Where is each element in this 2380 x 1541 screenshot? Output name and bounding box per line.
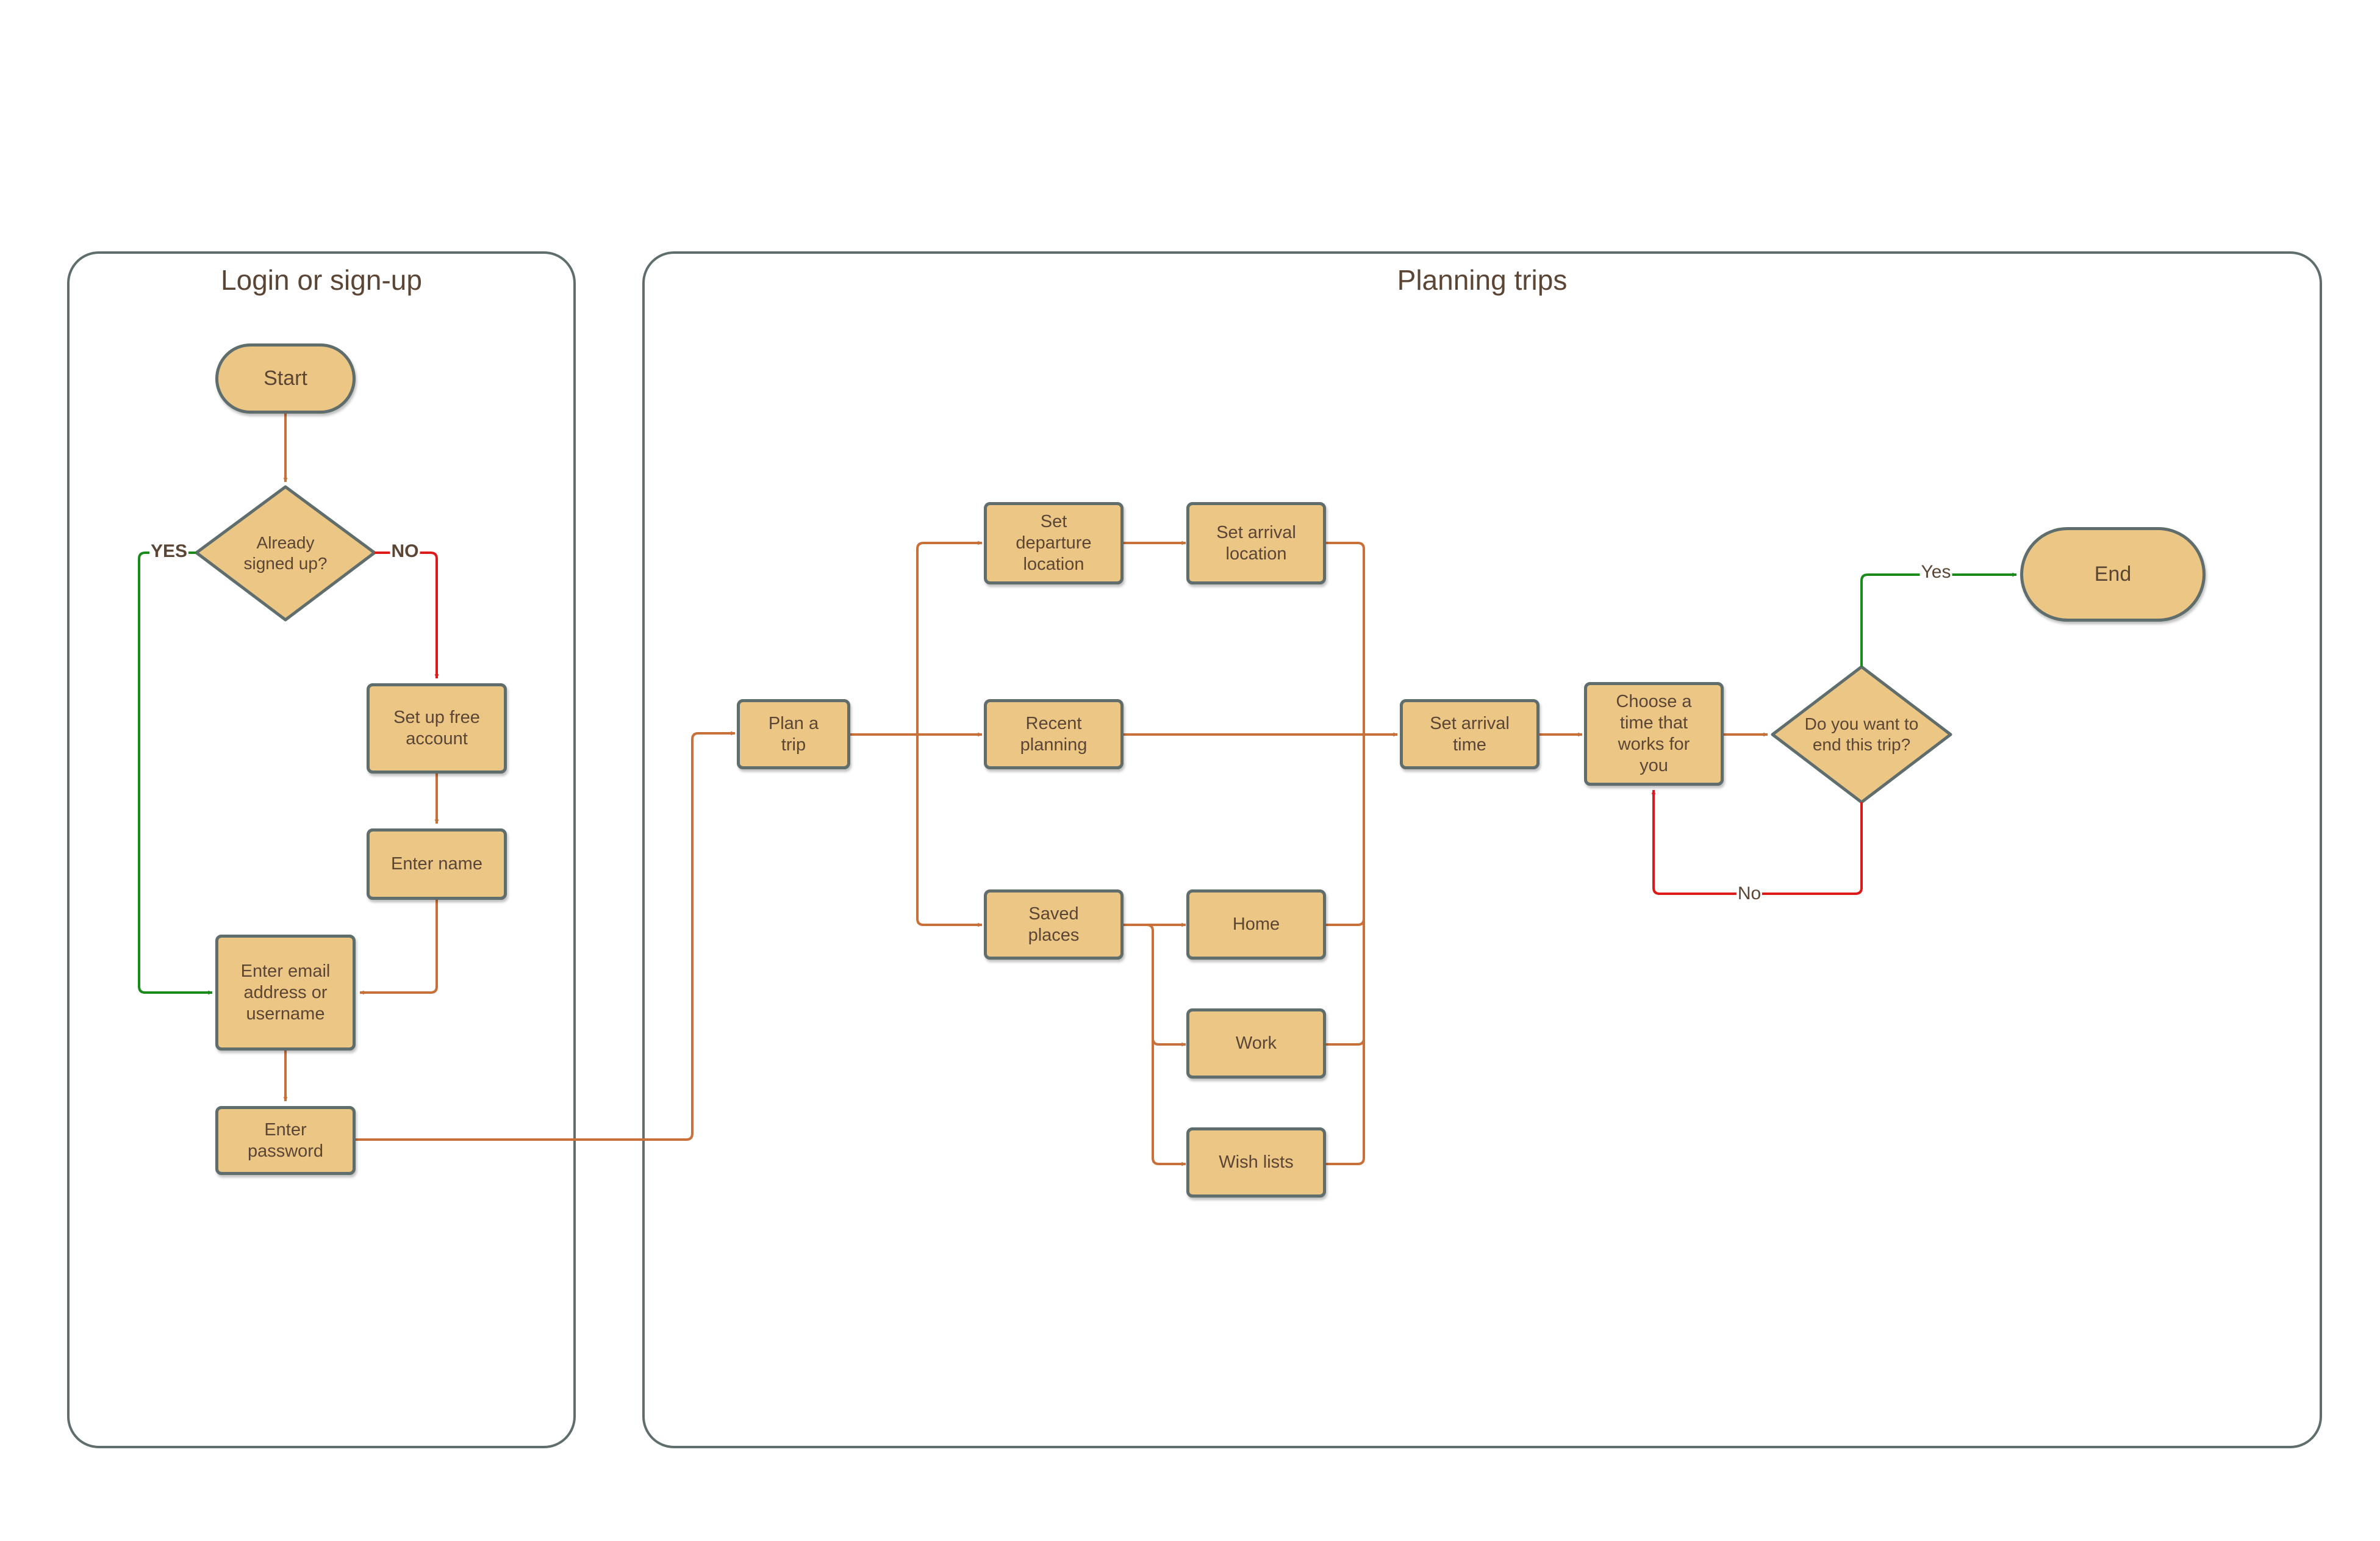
set-departure-node[interactable]: Set departure location (984, 502, 1124, 584)
edge-home-to-bus (1326, 735, 1365, 926)
plan-trip-node[interactable]: Plan a trip (737, 699, 850, 769)
lane-planning (642, 251, 2322, 1448)
edge-no-to-choose (1651, 789, 1863, 895)
set-arrival-time-node[interactable]: Set arrival time (1400, 699, 1539, 769)
edge-yes-to-email (138, 551, 213, 995)
edge-password-to-plan-trip (355, 731, 736, 1141)
decision-shape-already-signed-up (195, 485, 376, 622)
recent-planning-node[interactable]: Recent planning (984, 699, 1124, 769)
edge-label-yes: Yes (1919, 562, 1952, 583)
enter-password-node[interactable]: Enter password (215, 1106, 356, 1175)
end-node[interactable]: End (2020, 527, 2206, 622)
decision-end-trip[interactable]: Do you want to end this trip? (1804, 714, 1919, 754)
set-arrival-location-node[interactable]: Set arrival location (1186, 502, 1326, 584)
edge-label-yes-caps: YES (149, 541, 189, 562)
edge-saved-to-wishlists (1152, 1038, 1186, 1166)
edge-work-to-bus (1326, 735, 1365, 1046)
wish-lists-node[interactable]: Wish lists (1186, 1127, 1326, 1198)
edge-no-to-setup (375, 551, 439, 679)
edge-label-no: No (1736, 883, 1763, 904)
enter-name-node[interactable]: Enter name (367, 828, 507, 900)
edge-label-no-caps: NO (390, 541, 420, 562)
saved-places-node[interactable]: Saved places (984, 889, 1124, 960)
enter-email-node[interactable]: Enter email address or username (215, 935, 356, 1051)
home-node[interactable]: Home (1186, 889, 1326, 960)
edge-plan-to-saved (916, 735, 983, 927)
lane-login (67, 251, 576, 1448)
edge-plan-to-departure (916, 541, 983, 735)
edge-name-to-email (359, 900, 438, 995)
lane-title-planning: Planning trips (1397, 264, 1568, 296)
work-node[interactable]: Work (1186, 1008, 1326, 1079)
set-up-account-node[interactable]: Set up free account (367, 683, 507, 774)
edge-arrival-location-to-bus (1326, 542, 1365, 735)
lane-title-login: Login or sign-up (221, 264, 422, 296)
edge-wishlists-to-bus (1326, 735, 1365, 1165)
edge-saved-to-work (1124, 924, 1186, 1047)
start-node[interactable]: Start (215, 343, 356, 414)
edge-yes-to-end (1860, 572, 2017, 667)
decision-already-signed-up[interactable]: Already signed up? (243, 533, 328, 573)
choose-time-node[interactable]: Choose a time that works for you (1584, 682, 1724, 786)
